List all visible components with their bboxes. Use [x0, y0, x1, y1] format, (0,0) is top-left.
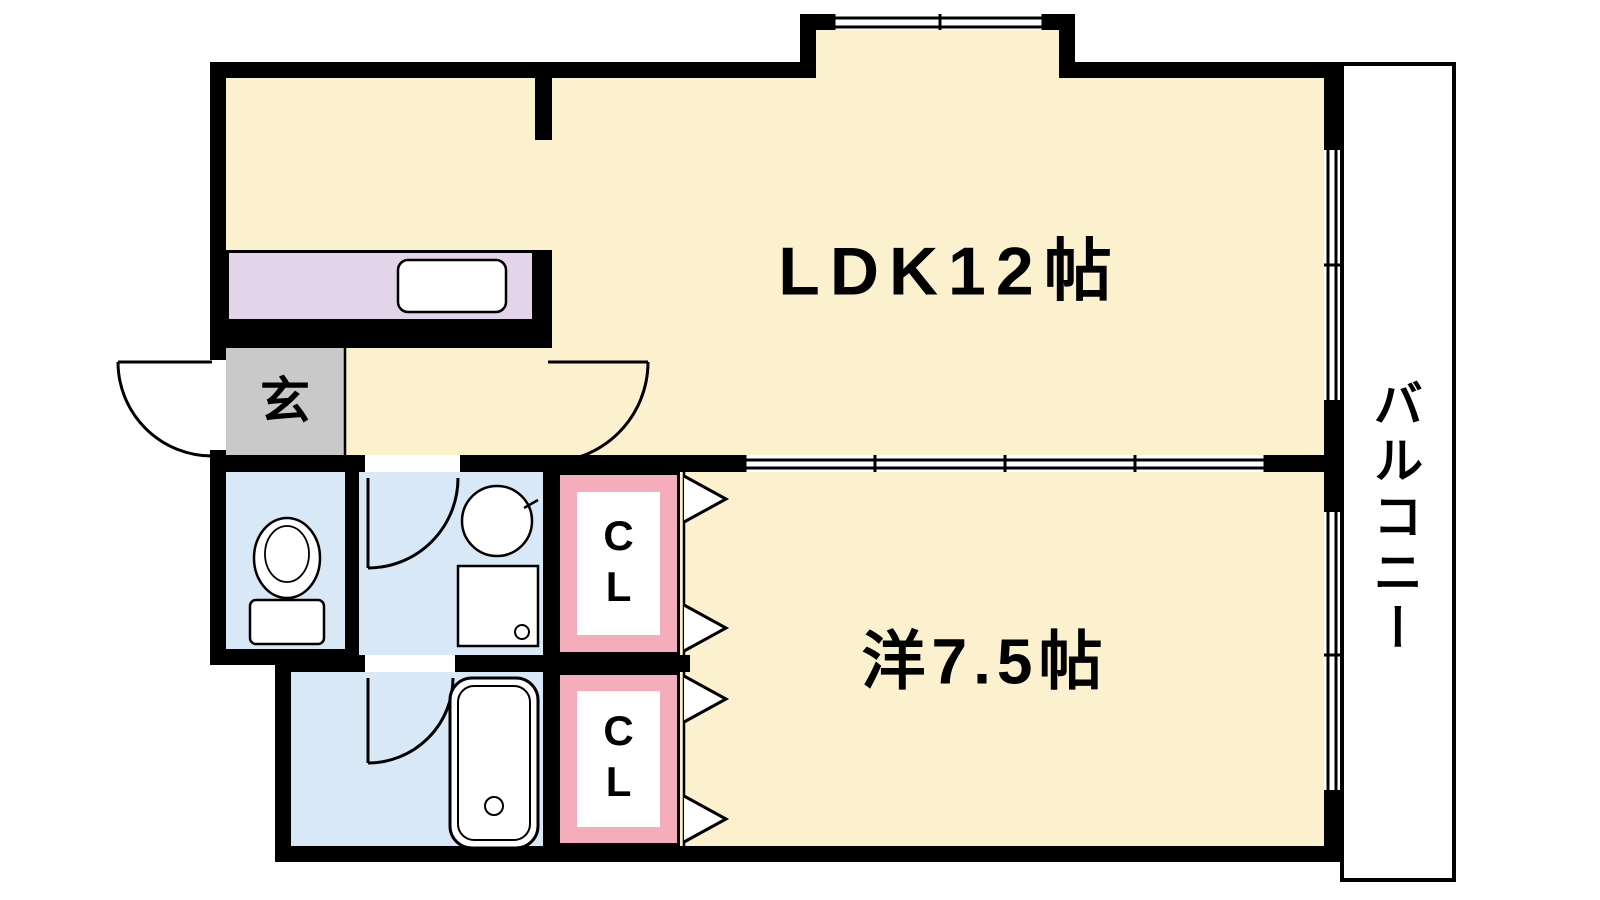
- wall: [210, 450, 226, 665]
- window-top: [832, 14, 1045, 30]
- wall: [1265, 455, 1324, 472]
- kitchen-sink: [396, 258, 508, 314]
- wall: [1324, 790, 1340, 862]
- wall: [210, 322, 552, 348]
- entrance-door-swing: [116, 360, 213, 458]
- room-ldk-bay: [816, 30, 1059, 78]
- room-label-entrance: 玄: [260, 372, 310, 429]
- wall: [275, 649, 291, 862]
- washbasin-fixture: [460, 484, 539, 558]
- wall: [1324, 62, 1340, 150]
- closet-lower-inner: [577, 691, 660, 827]
- closet-lower-label: CL: [595, 707, 643, 809]
- wall: [800, 14, 816, 78]
- hall-door-swing: [547, 360, 650, 464]
- door-opening-washroom: [365, 455, 460, 472]
- wall: [345, 472, 359, 672]
- washroom-door-swing: [366, 477, 460, 570]
- closet-upper-label: CL: [595, 512, 643, 614]
- room-label-balcony: バルコニー: [1366, 378, 1423, 658]
- wall: [210, 62, 800, 78]
- bathroom-door-swing: [366, 677, 455, 765]
- window-right-lower: [1324, 512, 1340, 790]
- wall: [543, 672, 557, 846]
- wall: [543, 472, 557, 655]
- room-label-western: 洋7.5帖: [861, 625, 1109, 698]
- room-label-ldk: LDK12帖: [778, 233, 1122, 310]
- door-opening-bathroom: [365, 655, 455, 672]
- wall: [1059, 62, 1340, 78]
- bathtub-fixture: [448, 676, 540, 850]
- wall: [1324, 400, 1340, 512]
- balcony: [1340, 62, 1456, 882]
- closet-upper-inner: [577, 492, 660, 635]
- wall: [800, 14, 834, 30]
- wall: [535, 78, 552, 140]
- wall: [210, 62, 226, 360]
- wall: [275, 846, 1340, 862]
- washer-pan: [456, 564, 540, 648]
- toilet-fixture: [248, 516, 326, 646]
- wall: [552, 455, 745, 472]
- closet-folding-doors: [682, 472, 730, 846]
- sliding-partition: [743, 455, 1267, 472]
- room-entrance: [226, 348, 345, 455]
- window-right-upper: [1324, 150, 1340, 400]
- wall: [543, 655, 690, 672]
